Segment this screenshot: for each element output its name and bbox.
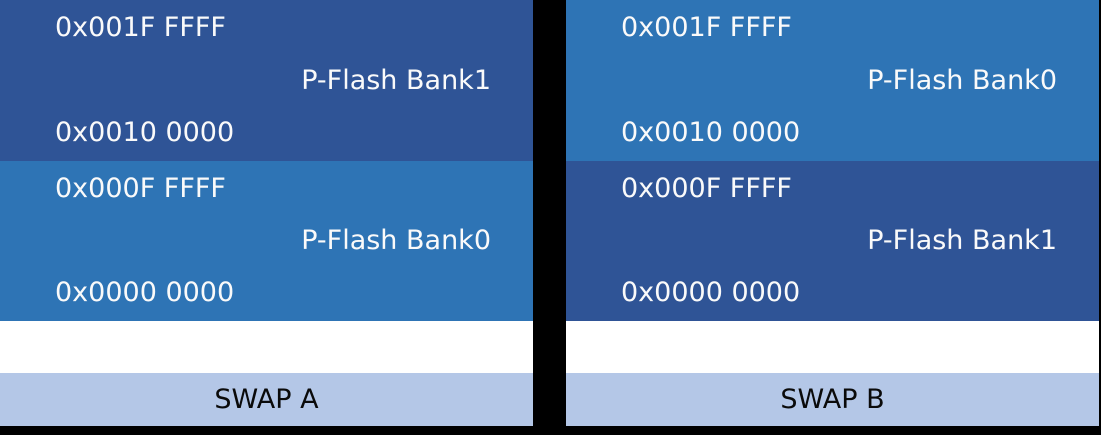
bank-bottom-address: 0x0010 0000 (55, 117, 235, 148)
swap-a-bank0-block: 0x000F FFFF P-Flash Bank0 0x0000 0000 (0, 161, 533, 321)
swap-b-label: SWAP B (780, 384, 885, 415)
bank-top-address: 0x000F FFFF (55, 173, 226, 204)
swap-a-label: SWAP A (214, 384, 319, 415)
spacer-gap (0, 321, 533, 373)
bank-bottom-address: 0x0000 0000 (621, 277, 801, 308)
swap-a-bank1-block: 0x001F FFFF P-Flash Bank1 0x0010 0000 (0, 0, 533, 161)
bank-top-address: 0x001F FFFF (621, 12, 792, 43)
swap-a-panel: 0x001F FFFF P-Flash Bank1 0x0010 0000 0x… (0, 0, 533, 426)
swap-b-footer-bar: SWAP B (566, 373, 1099, 426)
bank-top-address: 0x001F FFFF (55, 12, 226, 43)
bank-top-address: 0x000F FFFF (621, 173, 792, 204)
bank-name-label: P-Flash Bank0 (301, 225, 491, 256)
bank-name-label: P-Flash Bank1 (301, 64, 491, 96)
bank-bottom-address: 0x0010 0000 (621, 117, 801, 148)
spacer-gap (566, 321, 1099, 373)
bank-name-label: P-Flash Bank1 (867, 225, 1057, 256)
swap-a-footer-bar: SWAP A (0, 373, 533, 426)
bank-name-label: P-Flash Bank0 (867, 64, 1057, 96)
swap-b-panel: 0x001F FFFF P-Flash Bank0 0x0010 0000 0x… (566, 0, 1099, 426)
bank-bottom-address: 0x0000 0000 (55, 277, 235, 308)
swap-b-bank0-block: 0x001F FFFF P-Flash Bank0 0x0010 0000 (566, 0, 1099, 161)
flash-bank-swap-figure: 0x001F FFFF P-Flash Bank1 0x0010 0000 0x… (0, 0, 1099, 426)
swap-b-bank1-block: 0x000F FFFF P-Flash Bank1 0x0000 0000 (566, 161, 1099, 321)
